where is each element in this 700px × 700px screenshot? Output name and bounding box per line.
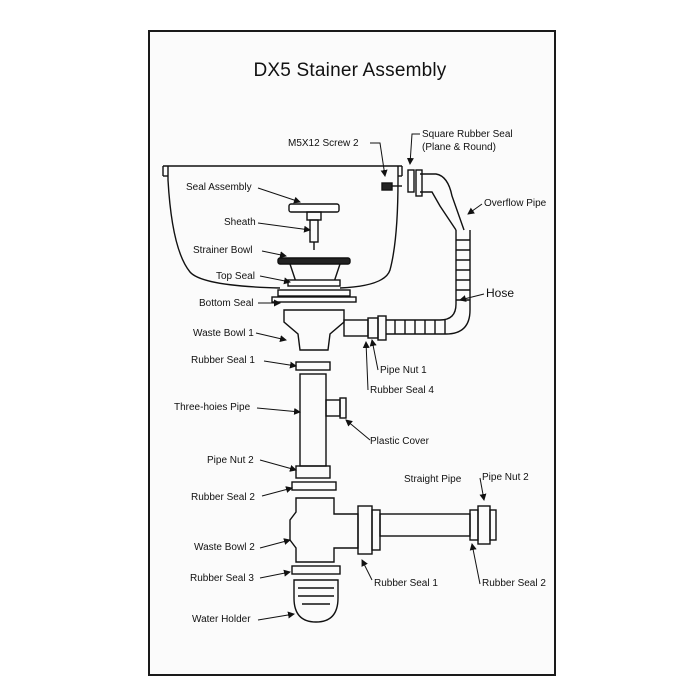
label-rubber-seal-4: Rubber Seal 4 <box>370 385 434 396</box>
overflow-pipe <box>415 169 465 231</box>
three-holes-pipe <box>299 373 347 467</box>
label-plastic-cover: Plastic Cover <box>370 436 429 447</box>
label-straight-pipe: Straight Pipe <box>404 474 462 485</box>
label-overflow-pipe: Overflow Pipe <box>484 198 547 209</box>
top-seal <box>287 279 341 287</box>
label-square-rubber-seal: Square Rubber Seal <box>422 129 513 140</box>
label-hose: Hose <box>486 286 515 300</box>
sheath <box>309 219 319 250</box>
label-waste-bowl-1: Waste Bowl 1 <box>193 328 254 339</box>
rubber-seal-2-right <box>469 509 479 541</box>
label-sheath: Sheath <box>224 217 256 228</box>
water-holder <box>293 579 339 623</box>
label-pipe-nut-2-left: Pipe Nut 2 <box>207 455 254 466</box>
sink-basin <box>163 165 402 289</box>
rubber-seal-3 <box>291 565 341 575</box>
diagram-title: DX5 Stainer Assembly <box>253 60 447 81</box>
seal-assembly <box>288 203 340 221</box>
label-seal-assembly: Seal Assembly <box>186 182 252 193</box>
rubber-seal-2-left <box>291 481 337 491</box>
bottom-seal <box>271 289 357 303</box>
pipe-nut-2-right <box>477 505 497 545</box>
instruction-sheet <box>148 30 556 676</box>
waste-bowl-1 <box>283 309 369 351</box>
label-pipe-nut-1: Pipe Nut 1 <box>380 365 427 376</box>
hose <box>386 230 471 335</box>
straight-pipe <box>379 513 471 537</box>
label-rubber-seal-2-left: Rubber Seal 2 <box>191 492 255 503</box>
label-pipe-nut-2-right: Pipe Nut 2 <box>482 472 529 483</box>
label-rubber-seal-1: Rubber Seal 1 <box>191 355 255 366</box>
label-water-holder: Water Holder <box>192 614 251 625</box>
label-top-seal: Top Seal <box>216 271 255 282</box>
label-strainer-bowl: Strainer Bowl <box>193 245 253 256</box>
square-rubber-seal <box>407 169 415 193</box>
strainer-bowl <box>277 257 351 283</box>
label-rubber-seal-1-bottom: Rubber Seal 1 <box>374 578 438 589</box>
rubber-seal-1-upper <box>295 361 331 371</box>
label-three-holes-pipe: Three-hoies Pipe <box>174 402 251 413</box>
pipe-nut-1 <box>367 315 387 341</box>
m5x12-screw <box>381 182 402 191</box>
label-rubber-seal-2-right: Rubber Seal 2 <box>482 578 546 589</box>
label-square-rubber-seal-sub: (Plane & Round) <box>422 142 496 153</box>
pipe-nut-2-left <box>295 465 331 479</box>
label-screw: M5X12 Screw 2 <box>288 138 359 149</box>
label-bottom-seal: Bottom Seal <box>199 298 254 309</box>
label-waste-bowl-2: Waste Bowl 2 <box>194 542 255 553</box>
label-rubber-seal-3: Rubber Seal 3 <box>190 573 254 584</box>
waste-bowl-2 <box>289 497 381 563</box>
